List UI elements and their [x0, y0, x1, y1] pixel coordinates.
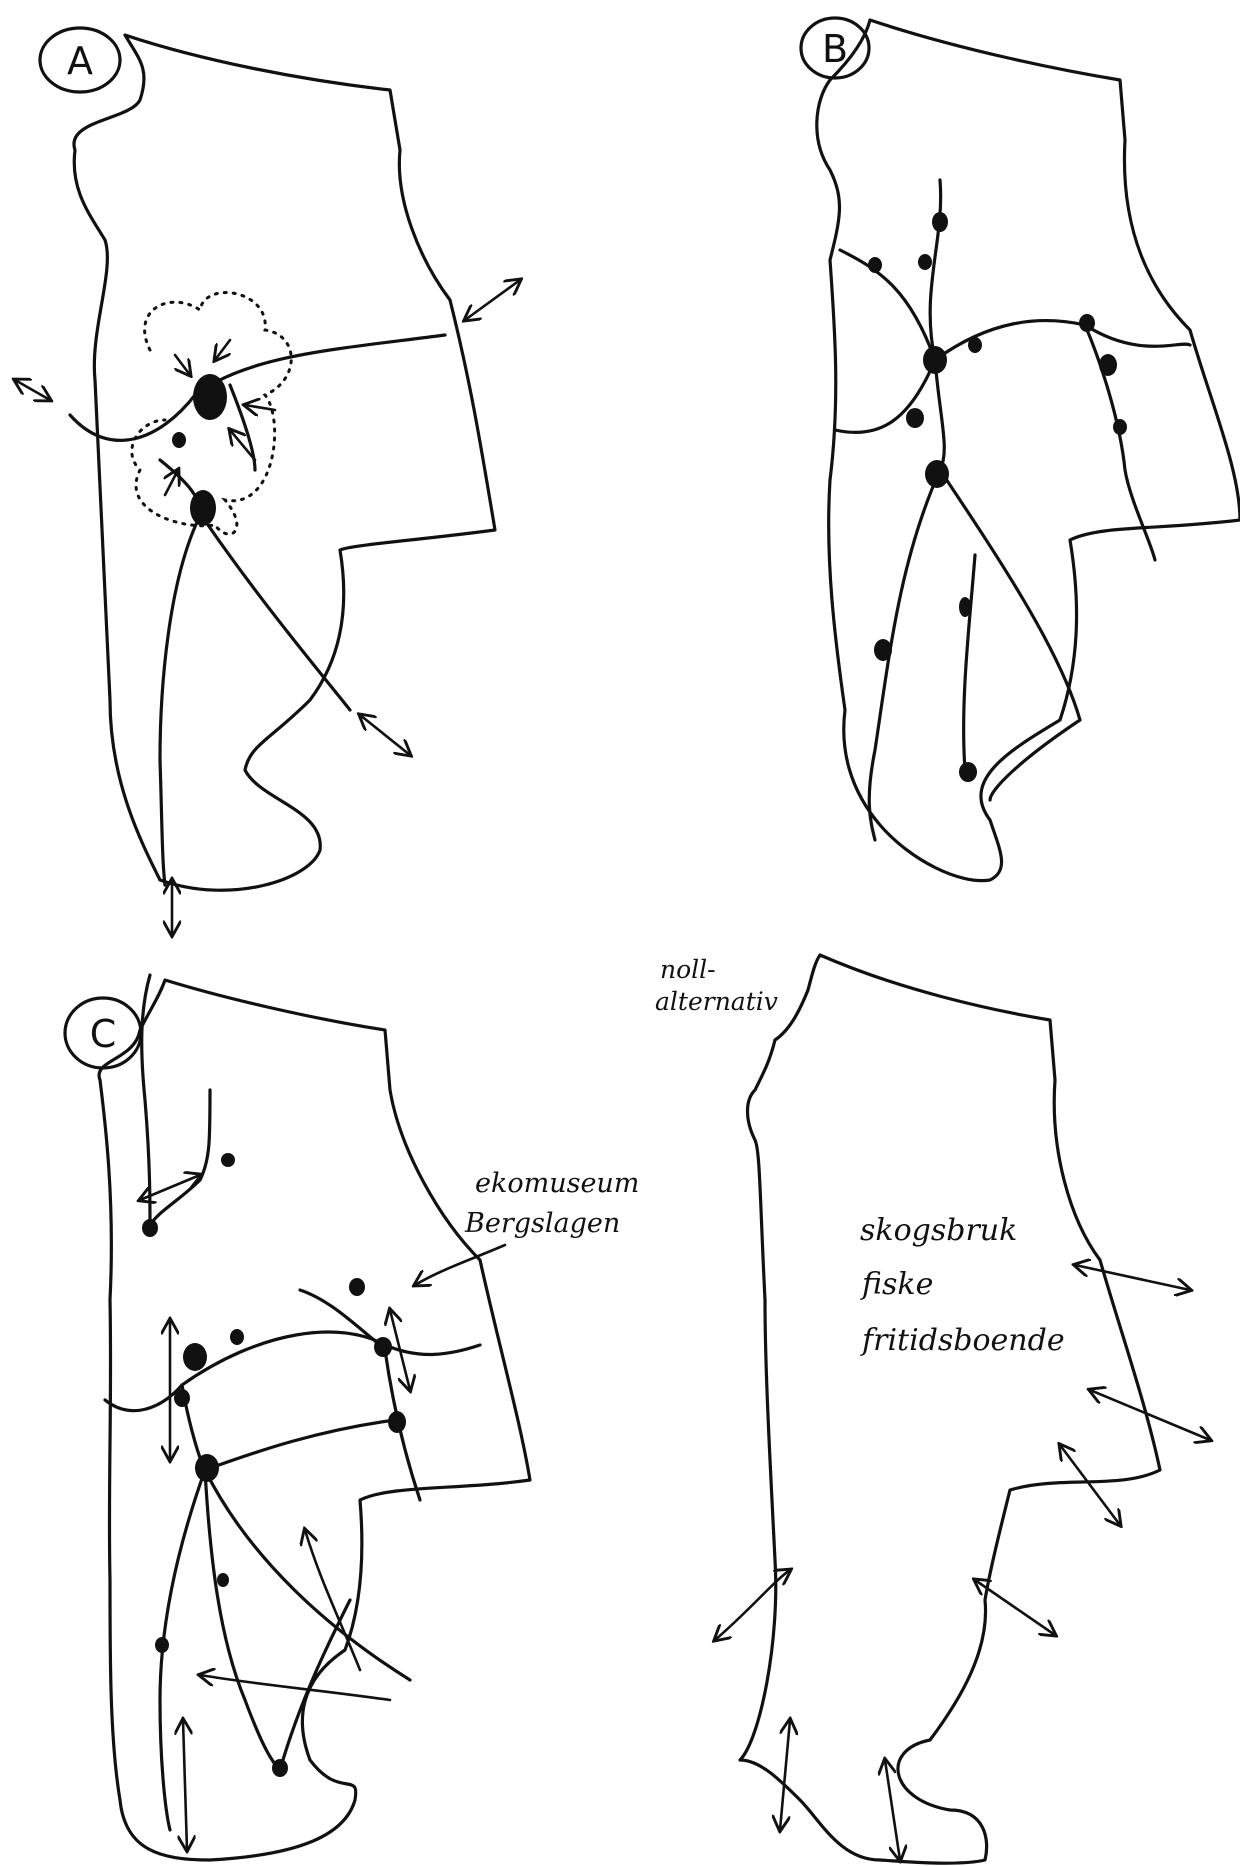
panel-c-node-4	[374, 1337, 392, 1357]
panel-b-node-1	[932, 212, 948, 232]
panel-b-road-east-branch	[1085, 325, 1155, 560]
panel-a-inflow-arrow-5	[165, 470, 178, 495]
panel-c-node-3	[349, 1278, 365, 1296]
panel-b: B	[801, 18, 1240, 881]
panel-c-node-2	[230, 1329, 244, 1345]
panel-c-arrow-south	[183, 1720, 187, 1850]
panel-b-node-7	[1099, 354, 1117, 376]
panel-c-node-6	[174, 1389, 190, 1407]
panel-a-second-centre	[190, 490, 216, 526]
panel-b-node-3	[868, 257, 882, 273]
panel-d: noll- alternativ skogsbruk fiske fritids…	[655, 955, 1210, 1863]
panel-b-road-east-west	[835, 321, 1190, 433]
panel-c-node-north	[221, 1153, 235, 1167]
panel-d-arrow-6	[780, 1720, 790, 1830]
panel-c-outline	[99, 980, 530, 1860]
panel-a-road-southwest	[160, 520, 198, 885]
panel-d-arrow-1	[1075, 1265, 1190, 1290]
panel-a-small-node	[172, 432, 186, 448]
panel-a-inflow-arrow-1	[175, 355, 190, 375]
panel-c: C ekomuseum Bergslagen	[65, 975, 639, 1860]
panel-a-road-southeast	[208, 525, 350, 710]
panel-d-arrow-3	[1060, 1445, 1120, 1525]
panel-c-node-5	[388, 1411, 406, 1433]
panel-c-road-southeast	[205, 1470, 410, 1680]
panel-a-road-east-west	[70, 335, 445, 440]
panel-c-annotation-line2: Bergslagen	[464, 1208, 620, 1239]
panel-c-node-8	[217, 1573, 229, 1587]
panel-b-node-8	[1113, 419, 1127, 435]
panel-b-node-6	[1079, 314, 1095, 332]
panel-b-node-11	[959, 597, 971, 617]
panel-c-node-9	[155, 1637, 169, 1653]
panel-c-road-east-west	[105, 1332, 480, 1411]
panel-a-exchange-arrow-northeast	[465, 280, 520, 320]
panel-c-road-north-branch	[150, 1090, 210, 1225]
panel-c-node-northwest	[142, 1219, 158, 1237]
panel-c-label: C	[65, 998, 141, 1068]
panel-a-main-centre	[193, 374, 227, 420]
panel-b-node-12	[874, 639, 892, 661]
panel-b-node-13	[959, 762, 977, 782]
panel-c-node-7	[195, 1454, 219, 1482]
panel-b-label: B	[801, 18, 869, 78]
panel-a-label: A	[40, 28, 120, 92]
panel-a-label-text: A	[67, 39, 93, 83]
panel-b-outline	[817, 20, 1240, 881]
panel-a: A	[15, 28, 520, 935]
panel-c-label-text: C	[90, 1012, 117, 1056]
panel-c-node-main	[183, 1343, 207, 1371]
panel-c-arrow-ekomuseum	[415, 1245, 505, 1285]
panel-d-outline	[740, 955, 1160, 1863]
panel-b-node-10	[925, 460, 949, 488]
panel-d-title-line2: alternativ	[655, 987, 778, 1016]
panel-c-node-10	[272, 1759, 288, 1777]
panel-a-exchange-arrow-southeast	[360, 715, 410, 755]
panel-c-annotation-line1: ekomuseum	[475, 1168, 639, 1199]
panel-b-node-4	[923, 346, 947, 374]
panel-b-node-2	[918, 254, 932, 270]
panel-d-title-line1: noll-	[660, 955, 716, 984]
panel-b-node-9	[906, 408, 924, 428]
panel-c-road-south-return	[280, 1600, 350, 1770]
panel-d-activity-1: skogsbruk	[860, 1213, 1017, 1248]
panel-c-road-south-centre	[205, 1470, 280, 1770]
panel-b-node-5	[968, 337, 982, 353]
panel-c-arrow-inflow-left	[200, 1675, 390, 1700]
panel-a-inflow-arrow-2	[215, 340, 230, 360]
panel-b-road-south	[964, 555, 975, 770]
panel-a-exchange-arrow-west	[15, 380, 50, 400]
panel-d-arrow-5	[715, 1570, 790, 1640]
panel-c-road-northeast	[300, 1290, 380, 1345]
panel-b-road-southeast	[940, 470, 1080, 800]
panel-c-arrow-inflow-up	[305, 1530, 360, 1670]
panel-c-arrow-east-vertical	[390, 1310, 410, 1390]
panel-d-activity-3: fritidsboende	[860, 1323, 1065, 1358]
panel-a-outline	[74, 35, 495, 890]
panel-d-activity-2: fiske	[860, 1267, 933, 1302]
